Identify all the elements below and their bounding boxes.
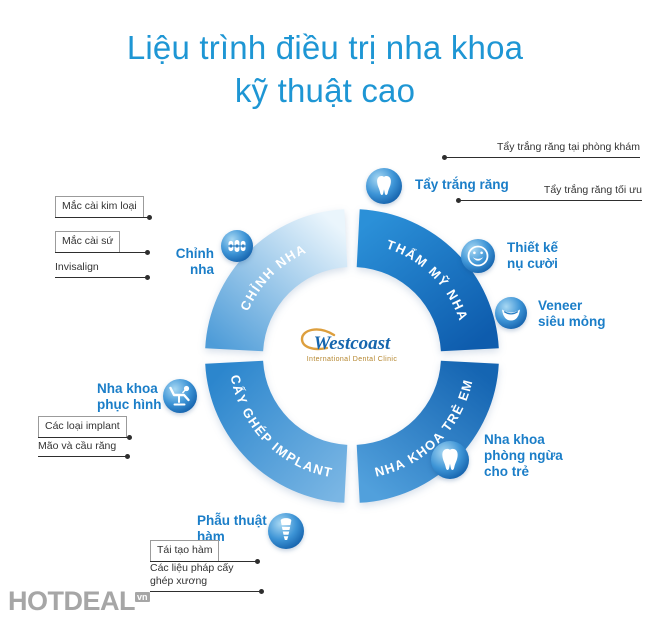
westcoast-logo: Westcoast International Dental Clinic xyxy=(292,328,412,363)
braces-icon xyxy=(221,230,253,262)
ring-segment-nha-khoa-tre-em xyxy=(356,360,499,503)
watermark-text: HOTDEAL xyxy=(8,586,136,616)
label-veneer: Veneer siêu mỏng xyxy=(538,298,606,330)
label-line: phòng ngừa xyxy=(484,448,563,463)
treatment-ring: CHỈNH NHA THẨM MỸ NHA NHA KHOA TRẺ EM CẤ… xyxy=(205,209,499,503)
smile-design-icon xyxy=(461,239,495,273)
callout-item-ortho-2: Mắc cài sứ xyxy=(55,231,150,255)
callout-item-surgery-1: Tái tạo hàm xyxy=(150,540,260,564)
callout-item-label: Mắc cài kim loại xyxy=(55,196,144,218)
child-tooth-icon xyxy=(431,441,469,479)
callout-line xyxy=(55,250,150,255)
label-line: Phẫu thuật xyxy=(197,513,267,528)
watermark-badge: vn xyxy=(135,592,150,602)
title-line-2: kỹ thuật cao xyxy=(234,72,416,109)
label-line: Veneer xyxy=(538,298,583,313)
callout-item-whitening-1: Tẩy trắng răng tại phòng khám xyxy=(442,141,640,160)
ring-segment-tham-my-nha xyxy=(356,209,499,352)
logo-name: Westcoast xyxy=(313,333,391,354)
callout-item-whitening-2: Tẩy trắng răng tối ưu xyxy=(456,184,642,203)
label-line: Nha khoa xyxy=(97,381,158,396)
label-line: cho trẻ xyxy=(484,464,530,479)
callout-dot xyxy=(259,589,264,594)
callout-line xyxy=(456,198,642,203)
callout-item-label: Mão và cầu răng xyxy=(38,440,117,452)
logo-subtitle: International Dental Clinic xyxy=(306,356,398,363)
tooth-whitening-icon xyxy=(366,168,402,204)
callout-item-label: Tẩy trắng răng tại phòng khám xyxy=(496,141,640,153)
callout-item-prostho-2: Mão và cầu răng xyxy=(38,440,130,459)
callout-item-label: Tái tạo hàm xyxy=(150,540,220,562)
label-chinh-nha: Chỉnh nha xyxy=(150,246,214,278)
page-title: Liệu trình điều trị nha khoa kỹ thuật ca… xyxy=(0,26,650,112)
label-line: nụ cười xyxy=(507,256,558,271)
logo-swoosh-icon xyxy=(300,328,336,351)
callout-line xyxy=(55,215,152,220)
label-tay-trang-rang: Tẩy trắng răng xyxy=(415,177,509,193)
callout-item-label: Mắc cài sứ xyxy=(55,231,121,253)
callout-dot xyxy=(442,155,447,160)
callout-item-label: Các loại implant xyxy=(38,416,127,438)
callout-item-ortho-3: Invisalign xyxy=(55,261,150,280)
label-line: Thiết kế xyxy=(507,240,559,255)
dental-chair-icon xyxy=(163,379,197,413)
callout-line xyxy=(55,275,150,280)
callout-dot xyxy=(255,559,260,564)
callout-line xyxy=(38,454,130,459)
callout-item-label: Invisalign xyxy=(55,261,99,273)
callout-line xyxy=(150,559,260,564)
label-line: siêu mỏng xyxy=(538,314,606,329)
callout-line xyxy=(150,589,264,594)
callout-dot xyxy=(145,275,150,280)
label-text: Tẩy trắng răng xyxy=(415,177,509,192)
implant-icon xyxy=(268,513,304,549)
callout-line xyxy=(38,435,132,440)
label-nha-khoa-phuc-hinh: Nha khoa phục hình xyxy=(97,381,162,413)
label-thiet-ke-nu-cuoi: Thiết kế nụ cười xyxy=(507,240,558,272)
label-nha-khoa-phong-ngua: Nha khoa phòng ngừa cho trẻ xyxy=(484,432,563,480)
callout-item-surgery-2: Các liệu pháp cấy ghép xương xyxy=(150,562,264,594)
callout-dot xyxy=(456,198,461,203)
callout-item-ortho-1: Mắc cài kim loại xyxy=(55,196,152,220)
callout-dot xyxy=(145,250,150,255)
label-text: Chỉnh nha xyxy=(175,246,214,277)
label-line: phục hình xyxy=(97,397,162,412)
title-line-1: Liệu trình điều trị nha khoa xyxy=(126,29,524,66)
callout-dot xyxy=(125,454,130,459)
ring-segment-cay-ghep-implant xyxy=(205,360,348,503)
label-line: Nha khoa xyxy=(484,432,545,447)
veneer-smile-icon xyxy=(495,297,527,329)
callout-item-label: Tẩy trắng răng tối ưu xyxy=(543,184,642,196)
callout-item-label: Các liệu pháp cấy ghép xương xyxy=(150,562,234,587)
callout-line xyxy=(442,155,640,160)
ring-segment-chinh-nha xyxy=(205,209,348,352)
callout-dot xyxy=(147,215,152,220)
callout-dot xyxy=(127,435,132,440)
callout-item-prostho-1: Các loại implant xyxy=(38,416,132,440)
